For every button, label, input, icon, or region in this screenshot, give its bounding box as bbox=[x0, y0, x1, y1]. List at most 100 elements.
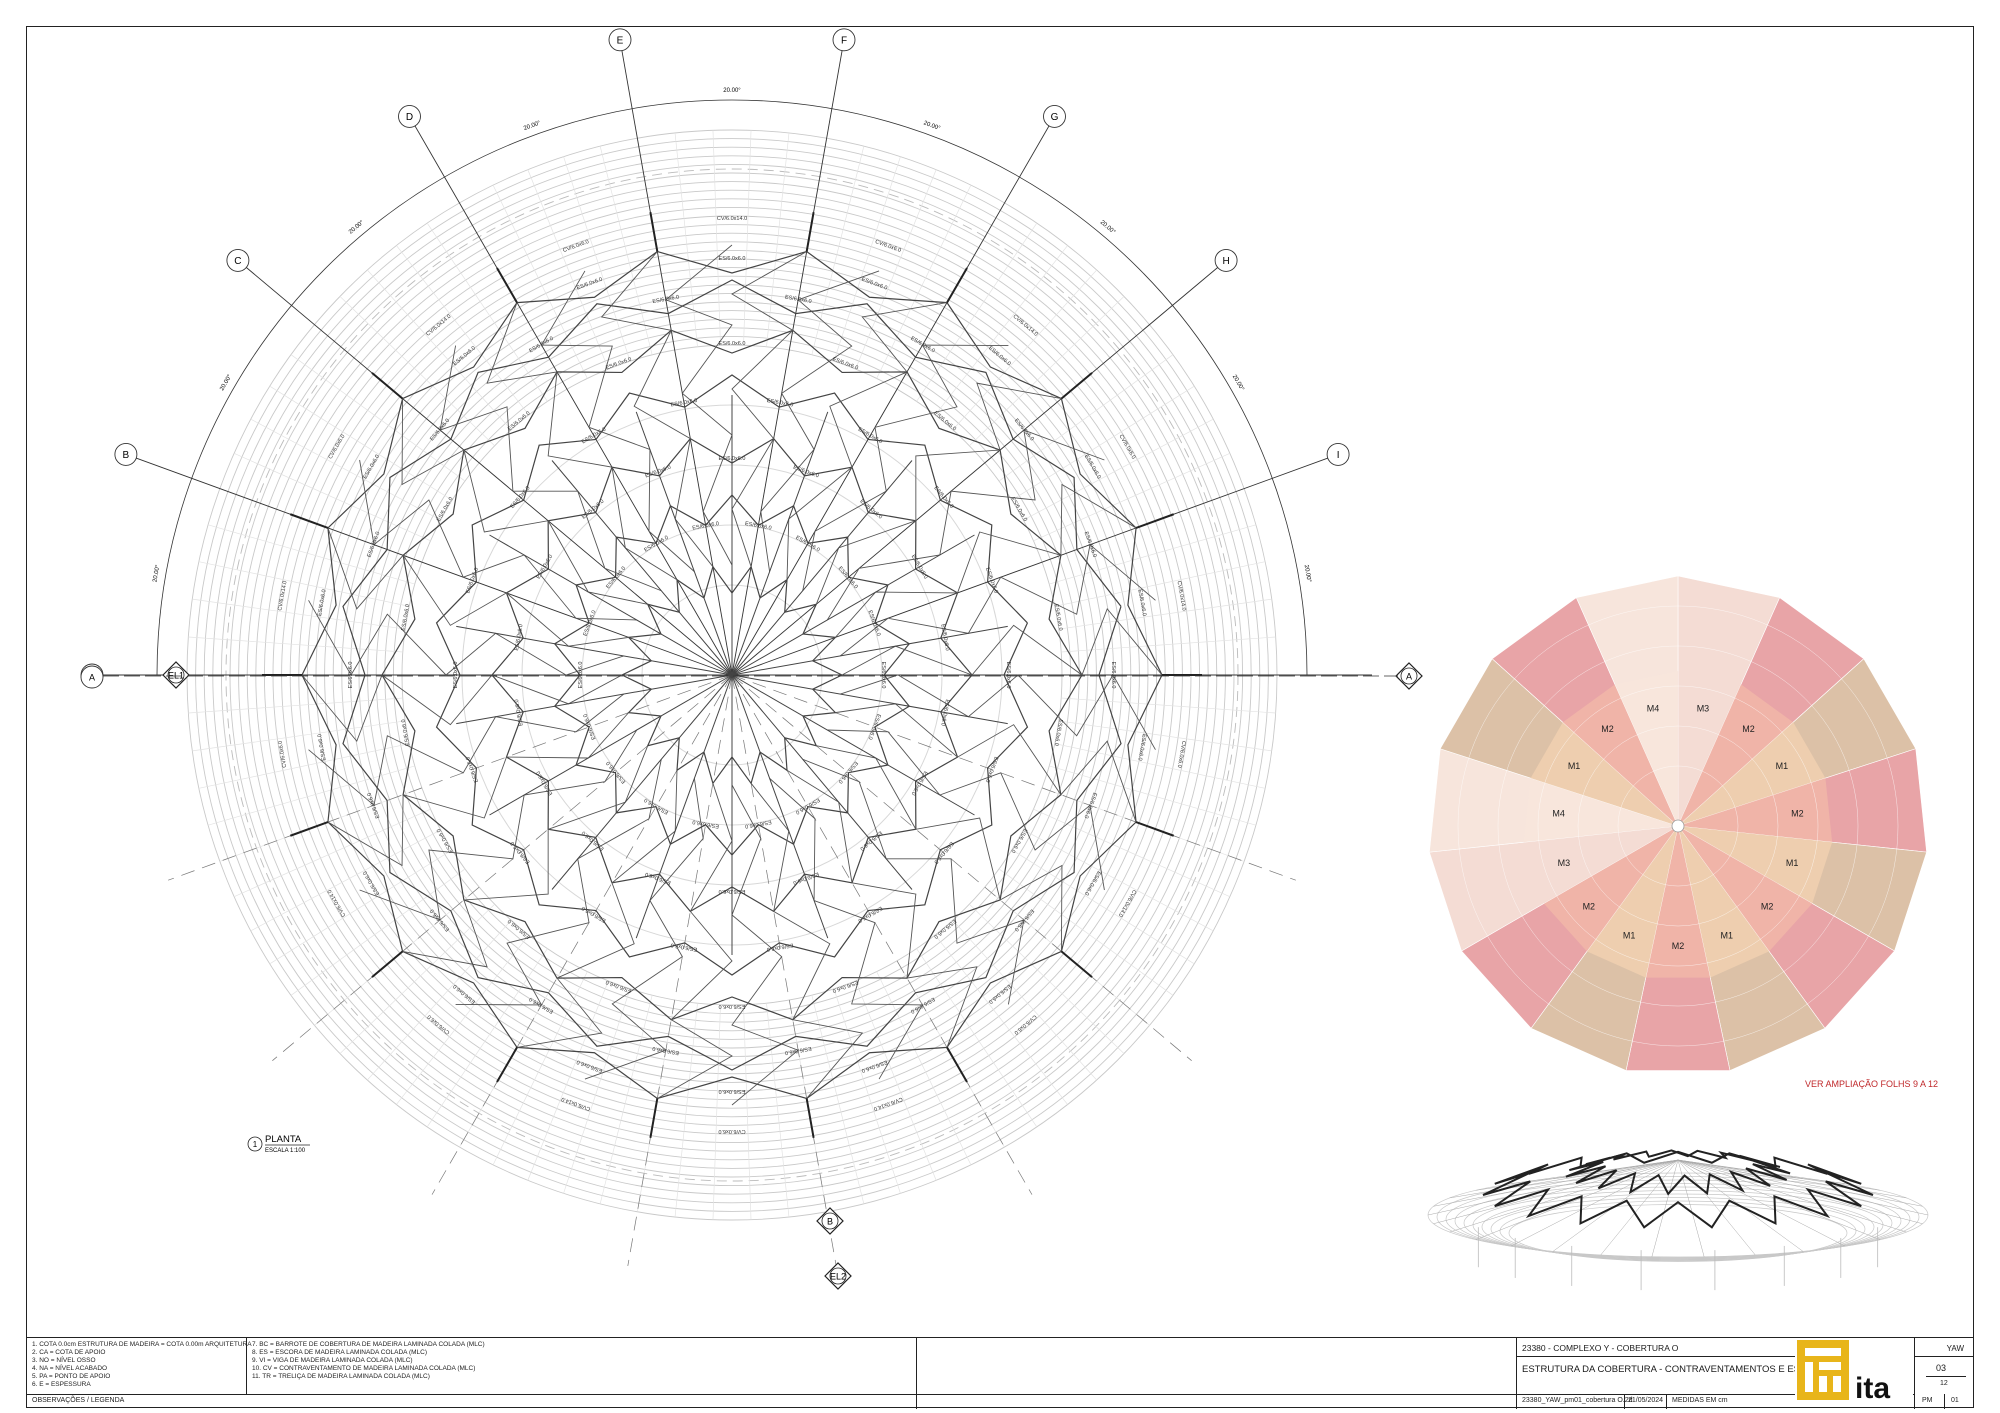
joist-line bbox=[1033, 808, 1231, 897]
joist-line bbox=[833, 156, 901, 362]
axo-ring bbox=[1436, 1176, 1920, 1258]
zone-label: M3 bbox=[1697, 704, 1710, 714]
axo-rib bbox=[1433, 1159, 1679, 1224]
view-number: 1 bbox=[253, 1140, 258, 1149]
star-line bbox=[731, 674, 975, 816]
member-label: ES/6.0x6.0 bbox=[317, 589, 328, 617]
axo-rib bbox=[1677, 1159, 1705, 1257]
star-line bbox=[489, 534, 733, 676]
member-label: ES/6.0x6.0 bbox=[784, 294, 812, 305]
grid-bubble-circle bbox=[832, 28, 856, 52]
grid-bubble-circle bbox=[1326, 442, 1350, 466]
bracing-label: CV/6.0x14.0 bbox=[277, 580, 288, 611]
star-line bbox=[456, 674, 733, 725]
star-line bbox=[731, 674, 1008, 725]
member-label: ES/6.0x6.0 bbox=[719, 1088, 746, 1094]
project-code: YAW bbox=[1946, 1344, 1964, 1353]
grid-bubble-d: D bbox=[398, 104, 421, 128]
sheet-number: 03 bbox=[1936, 1363, 1947, 1373]
angle-dimension-label: 20.00° bbox=[1231, 374, 1245, 393]
section-bubble bbox=[1400, 667, 1418, 685]
joist-line bbox=[916, 222, 1038, 402]
section-marker: EL2 bbox=[824, 1262, 852, 1290]
star-line bbox=[731, 674, 913, 890]
grid-line bbox=[731, 674, 1296, 881]
grid-line bbox=[168, 674, 733, 881]
joist-line bbox=[1011, 849, 1195, 965]
zone-grid-ring bbox=[1497, 645, 1859, 1007]
member-label: ES/6.0x6.0 bbox=[465, 567, 480, 594]
grid-line bbox=[627, 674, 733, 1266]
joist-line bbox=[563, 156, 631, 362]
zone-grid-ring bbox=[1617, 765, 1739, 887]
joist-line bbox=[396, 934, 530, 1105]
section-marker: A bbox=[1395, 662, 1423, 690]
axo-ring bbox=[1481, 1193, 1875, 1261]
bracing-member bbox=[496, 1046, 518, 1083]
zone-inner bbox=[1562, 684, 1678, 826]
axo-struts-inner bbox=[1565, 1149, 1791, 1196]
joist-line bbox=[876, 971, 972, 1165]
member-label: ES/6.0x6.0 bbox=[984, 567, 999, 594]
joist-line bbox=[766, 132, 790, 347]
star-line bbox=[635, 411, 733, 676]
joist-line bbox=[969, 903, 1125, 1054]
zone-inner bbox=[1678, 684, 1794, 826]
member-label: ES/6.0x6.0 bbox=[514, 624, 525, 652]
joist-line bbox=[233, 808, 431, 897]
member-label: ES/6.0x6.0 bbox=[719, 888, 746, 894]
zone-label: M2 bbox=[1761, 901, 1774, 911]
strut-radial bbox=[455, 759, 662, 1006]
joist-line bbox=[811, 995, 865, 1204]
joist-line bbox=[492, 971, 588, 1165]
member-label: ES/6.0x6.0 bbox=[452, 983, 476, 1005]
file-name: 23380_YAW_pm01_cobertura O.2d bbox=[1522, 1397, 1633, 1404]
view-title-text: PLANTA bbox=[265, 1134, 302, 1145]
zone-inner bbox=[1678, 826, 1813, 952]
joist-line bbox=[269, 849, 453, 965]
member-label: ES/6.0x6.0 bbox=[832, 357, 859, 372]
grid-bubble-label: I bbox=[1337, 450, 1340, 461]
joist-line bbox=[1058, 598, 1272, 630]
strut-radial bbox=[760, 270, 880, 572]
strut-radial bbox=[802, 758, 1025, 1005]
joist-line bbox=[198, 561, 410, 607]
zone-label: M1 bbox=[1568, 761, 1581, 771]
member-label: ES/6.0x6.0 bbox=[605, 979, 632, 994]
strut-radial bbox=[802, 344, 1009, 591]
grid-bubble-circle bbox=[608, 28, 632, 52]
section-marker: EL1 bbox=[162, 661, 190, 689]
member-label: ES/6.0x6.0 bbox=[670, 942, 698, 953]
grid-bubble-label: E bbox=[617, 35, 624, 46]
axo-ring bbox=[1445, 1179, 1911, 1259]
star-line bbox=[551, 460, 733, 676]
logo-text: ita bbox=[1855, 1372, 1890, 1405]
grid-bubble-circle bbox=[226, 248, 250, 272]
zone-label: M2 bbox=[1791, 808, 1804, 818]
section-label: EL2 bbox=[830, 1272, 846, 1282]
member-label: ES/6.0x6.0 bbox=[1005, 662, 1011, 689]
grid-line bbox=[731, 44, 844, 676]
grid-line bbox=[731, 455, 1334, 676]
joist-line bbox=[1054, 561, 1266, 607]
legend-notes-col1: 1. COTA 0.0cm ESTRUTURA DE MADEIRA = COT… bbox=[32, 1341, 252, 1389]
bracing-member bbox=[371, 372, 404, 400]
member-label: ES/6.0x6.0 bbox=[453, 662, 459, 689]
strut-radial bbox=[308, 693, 624, 807]
strut-radial bbox=[359, 729, 638, 921]
grid-bubble-label: D bbox=[406, 112, 413, 123]
bracing-member bbox=[649, 1098, 659, 1139]
joist-line bbox=[934, 245, 1068, 416]
joist-line bbox=[811, 146, 865, 355]
angle-dimension-label: 20.00° bbox=[523, 120, 542, 132]
member-label: ES/6.0x6.0 bbox=[401, 604, 412, 632]
joist-line bbox=[198, 743, 410, 789]
bracing-member bbox=[1060, 372, 1093, 400]
joist-line bbox=[208, 765, 415, 826]
joist-line bbox=[367, 920, 512, 1081]
member-label: ES/6.0x6.0 bbox=[792, 465, 819, 480]
member-label: ES/6.0x6.0 bbox=[507, 918, 531, 940]
grid-bubble-c: C bbox=[226, 248, 250, 272]
bracing-member bbox=[649, 211, 659, 252]
